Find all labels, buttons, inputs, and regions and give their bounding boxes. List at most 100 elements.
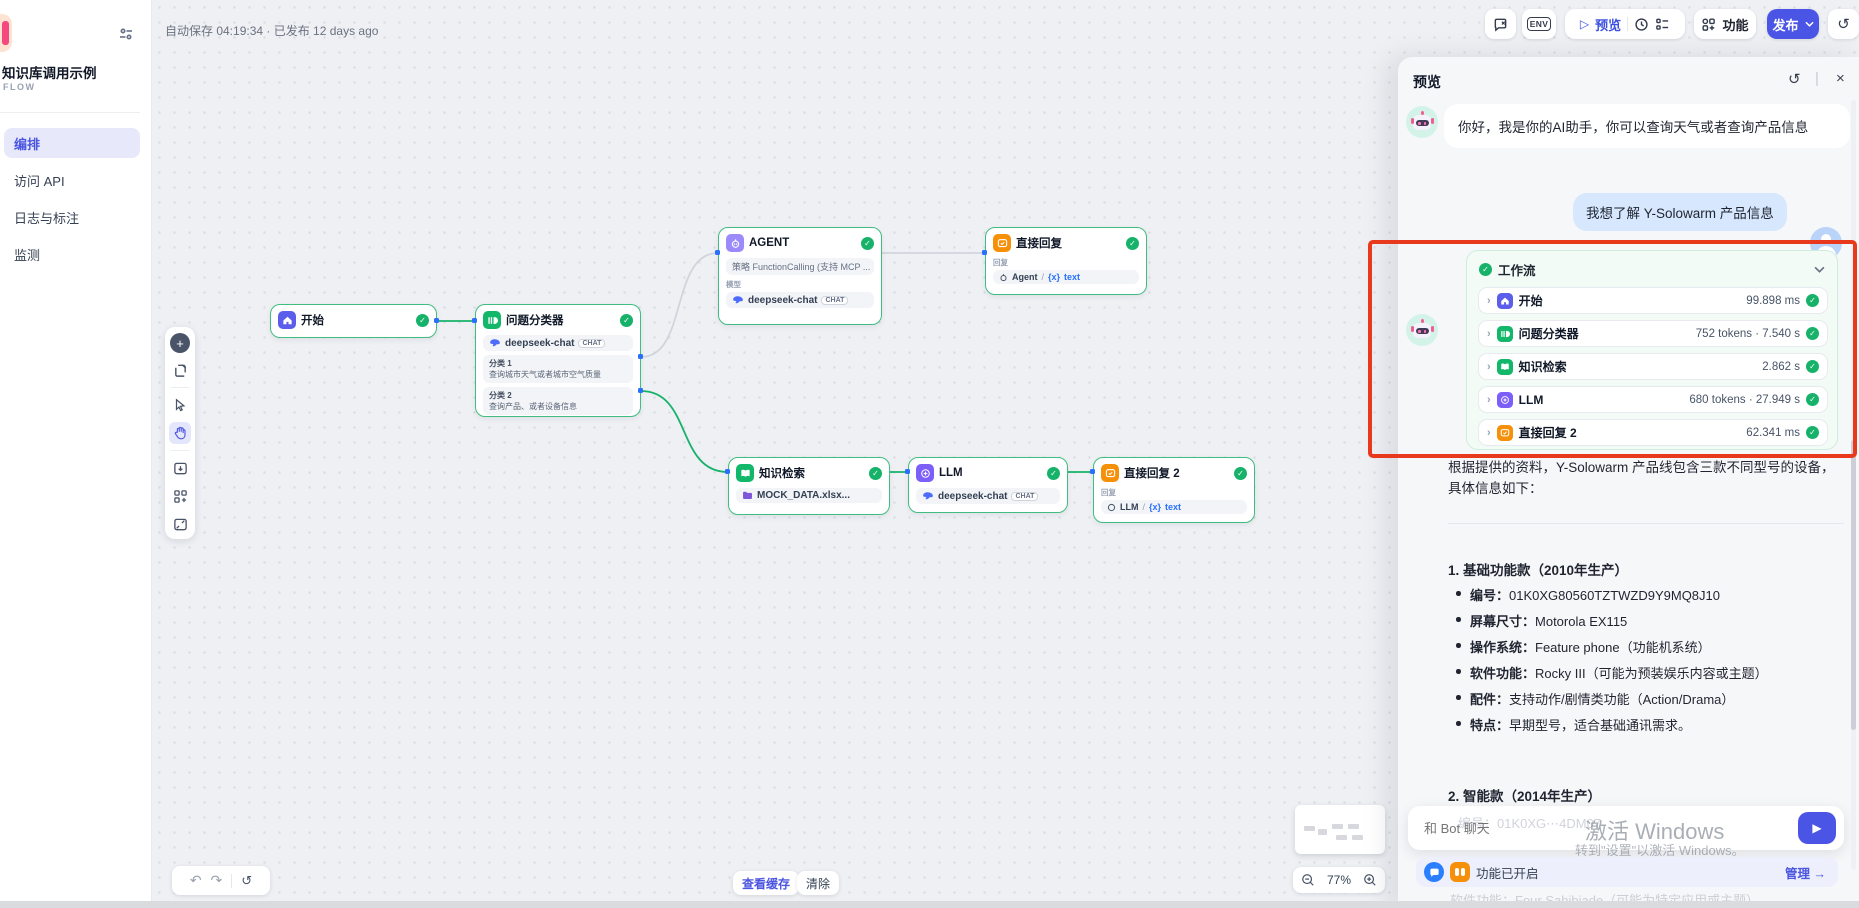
chevron-right-icon: ›	[1487, 294, 1491, 307]
chat-badge: CHAT	[578, 338, 606, 348]
llm-icon	[916, 464, 934, 482]
chevron-down-icon	[1804, 21, 1814, 27]
chevron-down-icon[interactable]	[1814, 266, 1825, 273]
pointer-mode-button[interactable]	[169, 394, 191, 416]
autosave-status: 自动保存 04:19:34 · 已发布 12 days ago	[165, 24, 379, 38]
restart-conversation-icon[interactable]: ↺	[1788, 71, 1801, 88]
port-reply-in[interactable]	[982, 250, 987, 255]
change-history-icon[interactable]: ↺	[241, 872, 253, 888]
publish-button[interactable]: 发布	[1767, 9, 1819, 39]
success-check-icon: ✓	[1806, 327, 1819, 340]
checklist-icon[interactable]	[1655, 17, 1670, 32]
zoom-in-icon[interactable]	[1363, 873, 1377, 887]
clear-button[interactable]: 清除	[797, 871, 840, 895]
sidebar-item-api[interactable]: 访问 API	[4, 165, 140, 195]
sidebar-item-logs[interactable]: 日志与标注	[4, 202, 140, 232]
env-variables-button[interactable]: ENV	[1522, 9, 1556, 39]
add-node-button[interactable]: +	[170, 333, 190, 353]
model-name: deepseek-chat	[748, 294, 818, 306]
minimap[interactable]	[1295, 805, 1385, 854]
send-button[interactable]: ▶	[1798, 812, 1836, 844]
run-history-icon[interactable]	[1634, 17, 1649, 32]
node-title: 直接回复 2	[1124, 468, 1180, 480]
features-icon	[1702, 17, 1716, 31]
class-2-label: 分类 2	[489, 391, 512, 400]
node-direct-reply-2[interactable]: 直接回复 2 ✓ 回复 LLM / {x} text	[1093, 457, 1255, 523]
minimap-node	[1352, 835, 1363, 840]
port-reply2-in[interactable]	[1090, 469, 1095, 474]
panel-scrollbar-thumb[interactable]	[1851, 440, 1856, 730]
port-start-out[interactable]	[434, 318, 439, 323]
zoom-out-icon[interactable]	[1301, 873, 1315, 887]
workflow-row-start[interactable]: › 开始 99.898 ms ✓	[1478, 287, 1828, 314]
header-divider: |	[1815, 70, 1819, 87]
llm-icon	[1496, 391, 1513, 408]
features-button[interactable]: 功能	[1694, 9, 1756, 39]
chevron-right-icon: ›	[1487, 426, 1491, 439]
preview-button[interactable]: 预览	[1595, 17, 1622, 33]
variable-x-icon: {x}	[1048, 272, 1061, 282]
deepseek-logo-icon	[490, 339, 500, 347]
success-check-icon: ✓	[1047, 466, 1060, 480]
features-enabled-text: 功能已开启	[1476, 866, 1539, 881]
node-llm[interactable]: LLM ✓ deepseek-chat CHAT	[908, 457, 1068, 513]
variable-name: text	[1064, 272, 1081, 282]
reply-label: 回复	[993, 258, 1008, 267]
port-classifier-in[interactable]	[472, 318, 477, 323]
add-note-button[interactable]	[169, 359, 191, 381]
node-start[interactable]: 开始 ✓	[270, 304, 437, 338]
workflow-row-classifier[interactable]: › 问题分类器 752 tokens · 7.540 s ✓	[1478, 320, 1828, 347]
node-knowledge-retrieval[interactable]: 知识检索 ✓ MOCK_DATA.xlsx...	[728, 457, 890, 515]
success-check-icon: ✓	[1806, 360, 1819, 373]
success-check-icon: ✓	[1806, 426, 1819, 439]
reply-icon	[1496, 424, 1513, 441]
sidebar-item-monitor[interactable]: 监测	[4, 239, 140, 269]
node-question-classifier[interactable]: 问题分类器 ✓ deepseek-chat CHAT 分类 1 查询城市天气或者…	[475, 304, 641, 417]
answer-bullet: 编号：01K0XG80560TZTWZD9Y9MQ8J10	[1456, 585, 1720, 604]
workflow-status-card[interactable]: ✓ 工作流 › 开始 99.898 ms ✓ › 问题分类器 752 token…	[1466, 250, 1838, 450]
answer-section-2-title: 2. 智能款（2014年生产）	[1448, 789, 1602, 804]
workflow-row-meta: 752 tokens · 7.540 s	[1695, 327, 1800, 340]
close-icon[interactable]: ×	[1836, 70, 1845, 87]
app-logo[interactable]	[0, 14, 12, 52]
reply-icon	[993, 234, 1011, 252]
port-classifier-out2[interactable]	[638, 388, 643, 393]
dataset-chip: MOCK_DATA.xlsx...	[736, 488, 882, 503]
book-icon	[1496, 358, 1513, 375]
app-settings-icon[interactable]	[118, 26, 134, 42]
port-retrieval-in[interactable]	[725, 469, 730, 474]
arrow-right-icon: →	[1813, 866, 1827, 881]
port-classifier-out1[interactable]	[638, 354, 643, 359]
redo-button[interactable]: ↷	[210, 872, 223, 888]
undo-button[interactable]: ↶	[189, 872, 202, 888]
separator: /	[1142, 502, 1146, 512]
chat-input[interactable]	[1424, 820, 1798, 836]
reply-label: 回复	[1101, 488, 1116, 497]
export-image-button[interactable]	[169, 457, 191, 479]
manage-features-link[interactable]: 管理 →	[1785, 866, 1827, 881]
success-check-icon: ✓	[1234, 466, 1247, 480]
version-history-button[interactable]: ↺	[1828, 9, 1859, 39]
success-check-icon: ✓	[869, 466, 882, 480]
bot-message: 你好，我是你的AI助手，你可以查询天气或者查询产品信息	[1444, 104, 1850, 148]
node-direct-reply[interactable]: 直接回复 ✓ 回复 Agent / {x} text	[985, 227, 1147, 295]
hand-mode-button[interactable]	[169, 422, 191, 444]
menu-label: 访问 API	[14, 173, 65, 189]
port-agent-in[interactable]	[715, 250, 720, 255]
toolbar-divider	[171, 387, 189, 388]
play-icon: ▷	[1579, 17, 1590, 31]
organize-blocks-button[interactable]	[169, 485, 191, 507]
workflow-row-retrieval[interactable]: › 知识检索 2.862 s ✓	[1478, 353, 1828, 380]
view-cache-button[interactable]: 查看缓存	[733, 871, 800, 895]
workflow-row-llm[interactable]: › LLM 680 tokens · 27.949 s ✓	[1478, 386, 1828, 413]
node-agent[interactable]: AGENT ✓ 策略 FunctionCalling (支持 MCP ... 模…	[718, 227, 882, 325]
variable-inspect-button[interactable]	[1485, 9, 1516, 39]
workflow-row-reply2[interactable]: › 直接回复 2 62.341 ms ✓	[1478, 419, 1828, 446]
chat-input-card: ▶	[1408, 806, 1844, 850]
fit-screen-icon	[173, 518, 187, 530]
fit-view-button[interactable]	[169, 513, 191, 535]
success-check-icon: ✓	[1126, 236, 1139, 250]
port-llm-in[interactable]	[905, 469, 910, 474]
sidebar-item-orchestrate[interactable]: 编排	[4, 128, 140, 158]
success-check-icon: ✓	[620, 313, 633, 327]
